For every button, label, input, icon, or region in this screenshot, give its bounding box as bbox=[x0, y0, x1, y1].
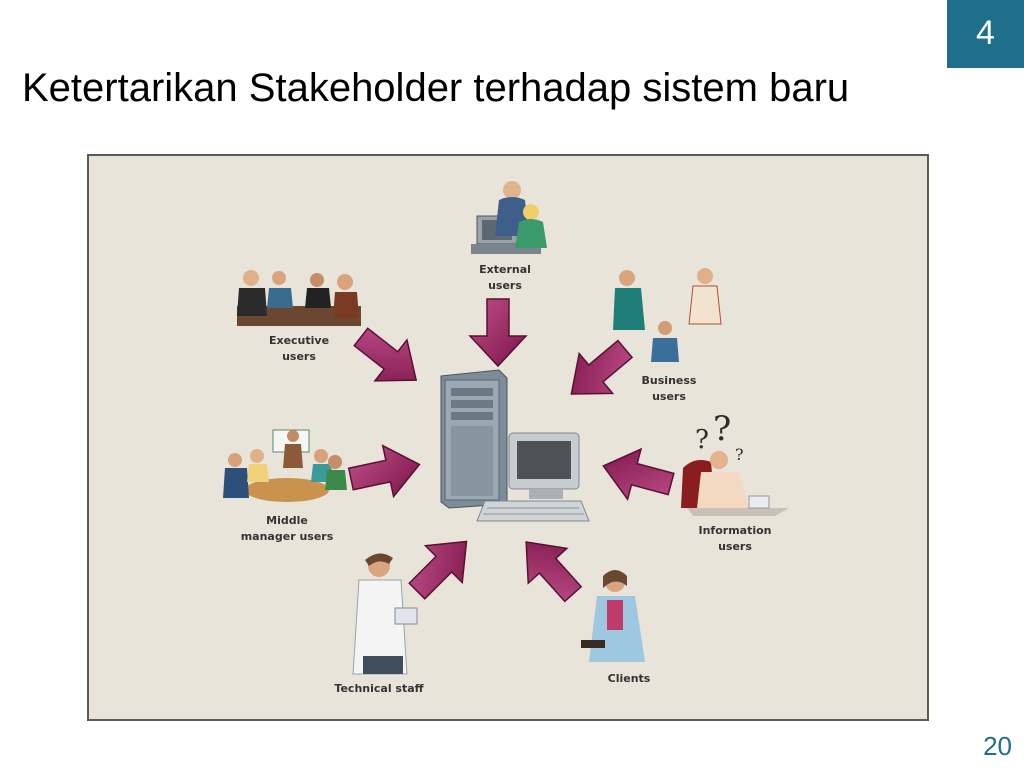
arrow-business bbox=[570, 339, 634, 395]
information-users-label: Information users bbox=[699, 524, 772, 553]
presentation-icon bbox=[223, 429, 347, 502]
confused-user-icon bbox=[681, 451, 789, 516]
section-number-badge: 4 bbox=[947, 0, 1024, 68]
svg-text:Business: Business bbox=[642, 374, 697, 387]
technical-staff-label: Technical staff bbox=[334, 682, 423, 695]
svg-text:manager users: manager users bbox=[241, 530, 334, 543]
phone-users-icon bbox=[613, 268, 722, 362]
svg-text:?: ? bbox=[713, 409, 731, 449]
arrow-executive bbox=[353, 327, 418, 382]
svg-text:Executive: Executive bbox=[269, 334, 329, 347]
page-number: 20 bbox=[983, 731, 1012, 761]
svg-text:?: ? bbox=[695, 425, 709, 455]
svg-text:Technical staff: Technical staff bbox=[334, 682, 423, 695]
business-users-label: Business users bbox=[642, 374, 697, 403]
arrow-external bbox=[468, 298, 528, 368]
svg-text:users: users bbox=[488, 279, 522, 292]
svg-text:Middle: Middle bbox=[266, 514, 308, 527]
svg-text:Clients: Clients bbox=[608, 672, 651, 685]
technician-icon bbox=[352, 553, 418, 675]
external-users-icon bbox=[471, 181, 547, 254]
middle-manager-users-label: Middle manager users bbox=[241, 514, 334, 543]
arrow-information bbox=[602, 447, 675, 501]
svg-text:External: External bbox=[479, 263, 531, 276]
stakeholder-diagram: External users Executive users bbox=[87, 154, 929, 721]
client-icon bbox=[581, 570, 645, 662]
svg-text:?: ? bbox=[735, 445, 744, 464]
svg-text:users: users bbox=[652, 390, 686, 403]
external-users-label: External users bbox=[479, 263, 531, 292]
meeting-icon bbox=[237, 270, 361, 326]
svg-text:users: users bbox=[718, 540, 752, 553]
slide-title: Ketertarikan Stakeholder terhadap sistem… bbox=[22, 66, 850, 110]
svg-text:users: users bbox=[282, 350, 316, 363]
executive-users-label: Executive users bbox=[269, 334, 329, 363]
arrow-middle-manager bbox=[347, 444, 421, 499]
arrow-technical bbox=[408, 540, 468, 600]
question-marks: ? ? ? bbox=[695, 409, 744, 464]
clients-label: Clients bbox=[608, 672, 651, 685]
computer-icon bbox=[440, 369, 590, 522]
svg-text:Information: Information bbox=[699, 524, 772, 537]
arrow-clients bbox=[525, 541, 583, 603]
